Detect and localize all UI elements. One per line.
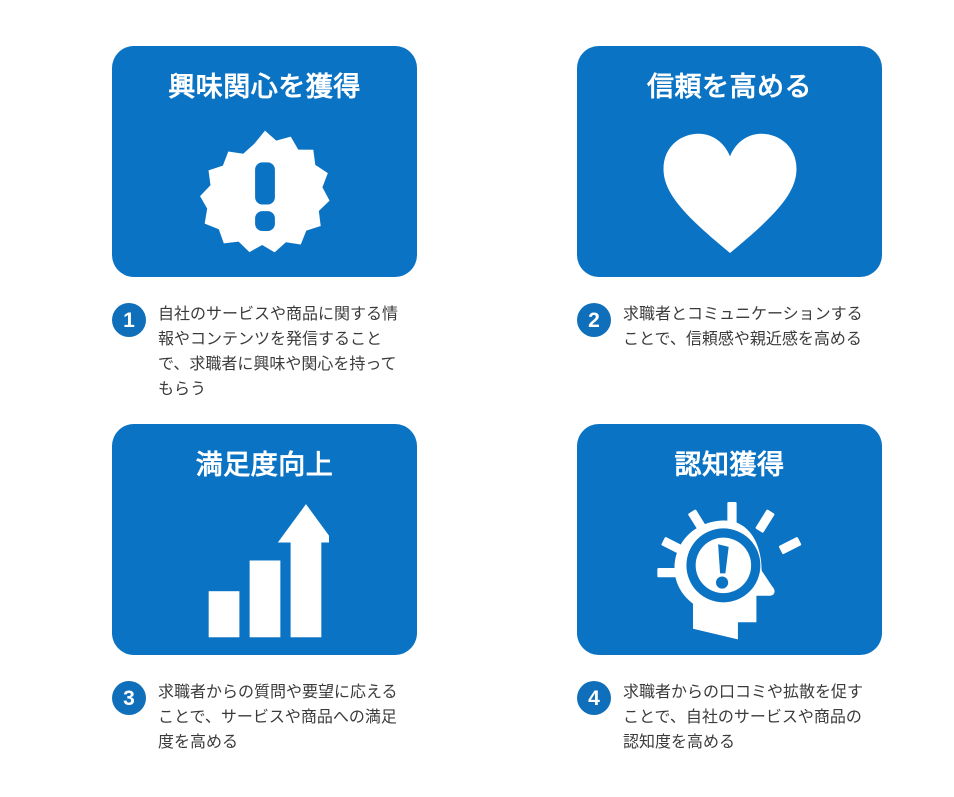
card-title-4: 認知獲得 bbox=[674, 450, 785, 480]
card-title-3: 満足度向上 bbox=[195, 450, 334, 480]
caption-2: 2 求職者とコミュニケーションすることで、信頼感や親近感を高める bbox=[577, 302, 897, 352]
caption-1: 1 自社のサービスや商品に関する情報やコンテンツを発信することで、求職者に興味や… bbox=[112, 302, 432, 402]
number-badge-2: 2 bbox=[577, 303, 611, 337]
card-2: 信頼を高める bbox=[577, 46, 882, 277]
card-title-2: 信頼を高める bbox=[647, 72, 812, 102]
card-1: 興味関心を獲得 bbox=[112, 46, 417, 277]
block-2: 信頼を高める 2 求職者とコミュニケーションすることで、信頼感や親近感を高める bbox=[477, 0, 954, 389]
caption-text-1: 自社のサービスや商品に関する情報やコンテンツを発信することで、求職者に興味や関心… bbox=[158, 306, 399, 398]
caption-text-2: 求職者とコミュニケーションすることで、信頼感や親近感を高める bbox=[623, 306, 863, 348]
block-1: 興味関心を獲得 1 自社のサービスや商品に関する情報やコンテンツを発信することで… bbox=[0, 0, 477, 398]
caption-text-4: 求職者からの口コミや拡散を促すことで、自社のサービスや商品の認知度を高める bbox=[623, 684, 864, 751]
caption-text-3: 求職者からの質問や要望に応えることで、サービスや商品への満足度を高める bbox=[158, 684, 398, 751]
card-3: 満足度向上 bbox=[112, 424, 417, 655]
card-4: 認知獲得 bbox=[577, 424, 882, 655]
idea-head-icon bbox=[577, 502, 882, 642]
block-3: 満足度向上 3 求職者からの質問や要望に応えることで、サービスや商品への満足度を… bbox=[0, 389, 477, 778]
block-4: 認知獲得 bbox=[477, 389, 954, 778]
growth-chart-arrow-icon bbox=[112, 502, 417, 642]
number-badge-4: 4 bbox=[577, 681, 611, 715]
exclamation-badge-icon bbox=[112, 124, 417, 264]
number-badge-1: 1 bbox=[112, 303, 146, 337]
caption-4: 4 求職者からの口コミや拡散を促すことで、自社のサービスや商品の認知度を高める bbox=[577, 680, 897, 755]
heart-icon bbox=[577, 124, 882, 264]
caption-3: 3 求職者からの質問や要望に応えることで、サービスや商品への満足度を高める bbox=[112, 680, 432, 755]
number-badge-3: 3 bbox=[112, 681, 146, 715]
card-title-1: 興味関心を獲得 bbox=[168, 72, 361, 102]
